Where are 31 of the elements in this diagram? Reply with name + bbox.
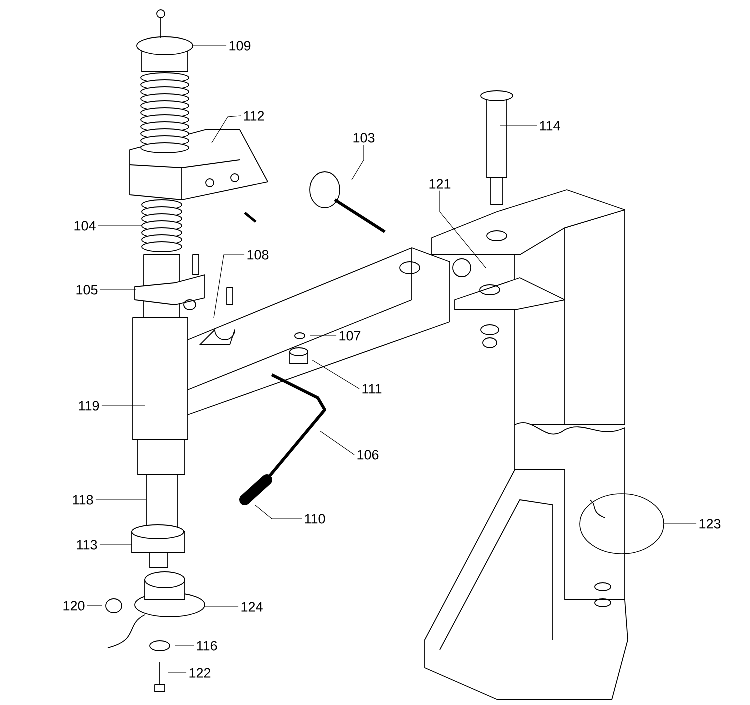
callout-number: 121 xyxy=(430,179,451,189)
leader-line xyxy=(100,544,132,546)
leader-line xyxy=(212,116,242,144)
callout-number: 103 xyxy=(354,133,375,143)
leader-line xyxy=(352,144,364,180)
callout-number: 116 xyxy=(197,641,218,651)
callout-number: 104 xyxy=(74,221,96,231)
callout-number: 110 xyxy=(305,514,326,524)
leader-line xyxy=(204,606,239,608)
leader-line xyxy=(440,190,486,268)
callout-number: 105 xyxy=(76,285,98,295)
callout-number: 106 xyxy=(358,450,379,460)
callout-number: 114 xyxy=(540,121,560,131)
callout-number: 112 xyxy=(244,111,264,121)
leader-line xyxy=(214,254,245,318)
callout-number: 124 xyxy=(242,602,263,612)
callout-number: 119 xyxy=(79,401,100,411)
leader-line xyxy=(320,430,355,456)
leader-line xyxy=(168,672,187,674)
callout-number: 113 xyxy=(77,540,98,550)
leader-line xyxy=(254,504,302,520)
callout-number: 107 xyxy=(340,331,361,341)
callout-number: 123 xyxy=(700,519,721,529)
callout-number: 109 xyxy=(230,41,251,51)
callout-number: 108 xyxy=(248,250,269,260)
callout-number: 118 xyxy=(73,495,94,505)
callout-number: 120 xyxy=(64,601,85,611)
leader-line xyxy=(312,360,360,390)
callout-number: 122 xyxy=(190,668,211,678)
detail-ellipse xyxy=(580,494,664,554)
callout-number: 111 xyxy=(362,384,382,394)
